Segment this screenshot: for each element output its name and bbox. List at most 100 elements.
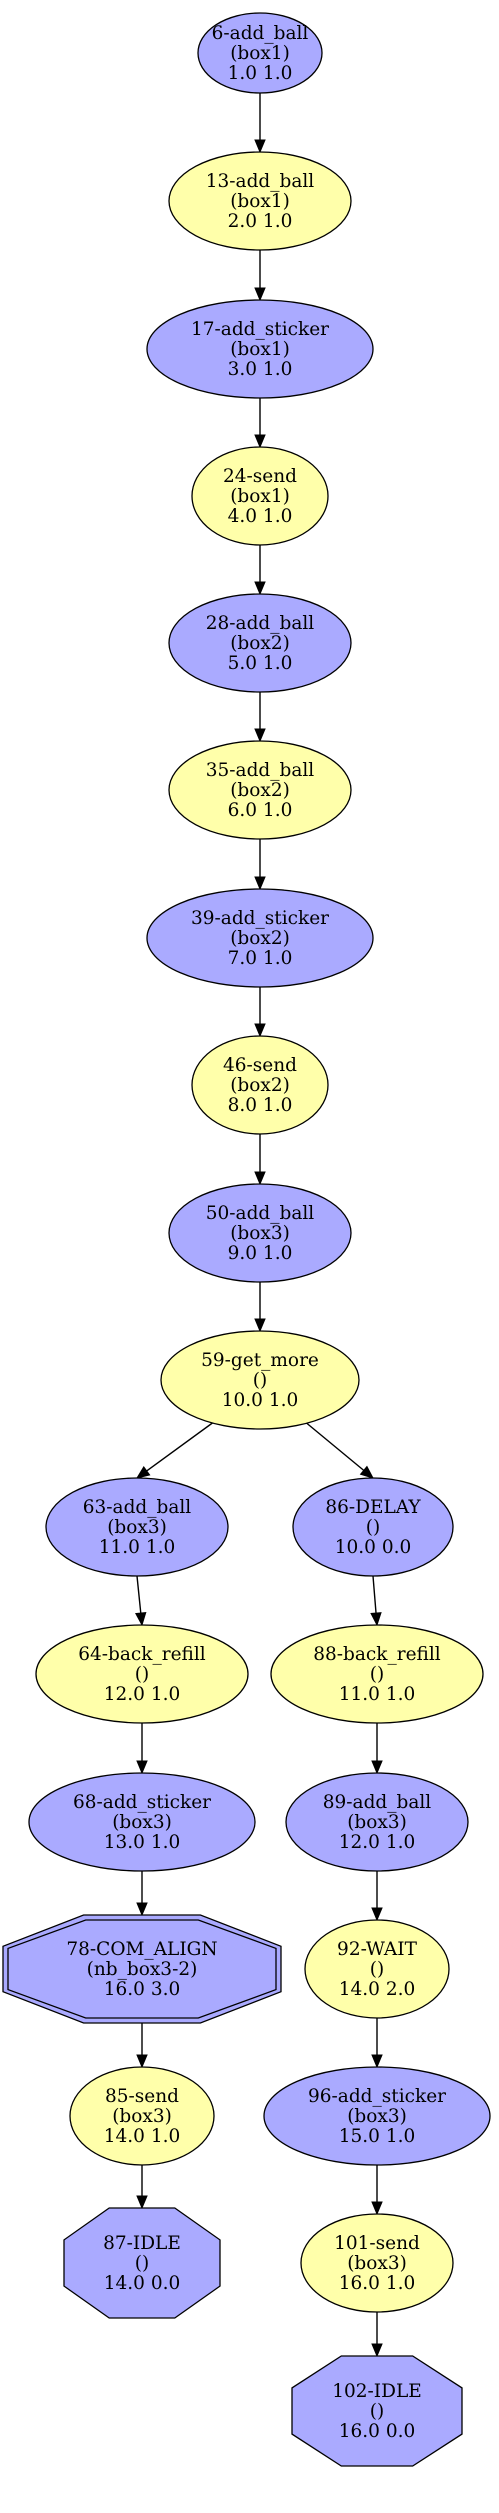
node-ellipse [146, 299, 374, 399]
node-64: 64-back_refill()12.0 1.0 [35, 1624, 249, 1724]
node-values: 10.0 1.0 [222, 1390, 299, 1411]
node-63: 63-add_ball(box3)11.0 1.0 [45, 1477, 229, 1577]
node-values: 8.0 1.0 [228, 1095, 293, 1116]
node-title: 17-add_sticker [191, 319, 329, 340]
node-args: () [370, 1664, 384, 1685]
node-args: (box3) [347, 2106, 407, 2127]
node-title: 78-COM_ALIGN [66, 1939, 217, 1960]
node-ellipse [191, 1035, 329, 1135]
node-values: 12.0 1.0 [339, 1832, 416, 1853]
node-ellipse [292, 1477, 454, 1577]
edge-line [372, 1575, 377, 1614]
node-args: (box3) [347, 2253, 407, 2274]
node-ellipse [263, 2066, 491, 2166]
arrowhead [254, 728, 266, 743]
node-args: (box1) [230, 191, 290, 212]
node-args: (box3) [347, 1812, 407, 1833]
node-title: 39-add_sticker [191, 908, 329, 929]
node-title: 92-WAIT [337, 1939, 418, 1960]
node-title: 102-IDLE [332, 2381, 422, 2402]
node-values: 10.0 0.0 [335, 1537, 412, 1558]
node-values: 5.0 1.0 [228, 653, 293, 674]
node-87: 87-IDLE()14.0 0.0 [63, 2207, 221, 2319]
node-title: 64-back_refill [78, 1644, 206, 1665]
node-octagon-inner [7, 1919, 277, 2019]
node-96: 96-add_sticker(box3)15.0 1.0 [263, 2066, 491, 2166]
node-values: 4.0 1.0 [228, 506, 293, 527]
arrowhead [254, 1023, 266, 1038]
node-title: 46-send [223, 1055, 297, 1076]
node-102: 102-IDLE()16.0 0.0 [291, 2355, 463, 2467]
node-92: 92-WAIT()14.0 2.0 [304, 1919, 450, 2019]
node-46: 46-send(box2)8.0 1.0 [191, 1035, 329, 1135]
arrowhead [254, 876, 266, 891]
arrowhead [254, 139, 266, 154]
node-6: 6-add_ball(box1)1.0 1.0 [197, 12, 323, 94]
node-39: 39-add_sticker(box2)7.0 1.0 [146, 888, 374, 988]
node-85: 85-send(box3)14.0 1.0 [69, 2066, 215, 2166]
node-values: 7.0 1.0 [228, 948, 293, 969]
node-ellipse [45, 1477, 229, 1577]
node-title: 28-add_ball [206, 613, 315, 634]
node-ellipse [160, 1330, 360, 1430]
arrowhead [254, 1171, 266, 1186]
node-59: 59-get_more()10.0 1.0 [160, 1330, 360, 1430]
node-ellipse [304, 1919, 450, 2019]
node-title: 35-add_ball [206, 760, 315, 781]
node-values: 15.0 1.0 [339, 2126, 416, 2147]
node-ellipse [146, 888, 374, 988]
node-ellipse [168, 1183, 352, 1283]
node-values: 14.0 1.0 [104, 2126, 181, 2147]
node-args: () [366, 1517, 380, 1538]
node-title: 59-get_more [201, 1350, 319, 1371]
node-values: 6.0 1.0 [228, 800, 293, 821]
node-ellipse [168, 740, 352, 840]
node-17: 17-add_sticker(box1)3.0 1.0 [146, 299, 374, 399]
node-values: 11.0 1.0 [339, 1684, 416, 1705]
node-ellipse [28, 1772, 256, 1872]
node-args: (box3) [107, 1517, 167, 1538]
node-ellipse [168, 151, 352, 251]
node-args: (box1) [230, 339, 290, 360]
node-ellipse [69, 2066, 215, 2166]
node-values: 14.0 0.0 [104, 2273, 181, 2294]
node-title: 88-back_refill [313, 1644, 441, 1665]
arrowhead [371, 1907, 383, 1922]
node-88: 88-back_refill()11.0 1.0 [270, 1624, 484, 1724]
arrowhead [254, 1318, 266, 1333]
node-24: 24-send(box1)4.0 1.0 [191, 446, 329, 546]
node-octagon [291, 2355, 463, 2467]
node-args: (box2) [230, 928, 290, 949]
node-args: () [135, 2253, 149, 2274]
node-title: 86-DELAY [325, 1497, 421, 1518]
node-args: () [253, 1370, 267, 1391]
node-ellipse [168, 593, 352, 693]
node-13: 13-add_ball(box1)2.0 1.0 [168, 151, 352, 251]
arrowhead [135, 1465, 151, 1479]
node-values: 16.0 3.0 [104, 1979, 181, 2000]
node-args: (box2) [230, 780, 290, 801]
node-78: 78-COM_ALIGN(nb_box3-2)16.0 3.0 [2, 1914, 282, 2024]
node-89: 89-add_ball(box3)12.0 1.0 [285, 1772, 469, 1872]
arrowhead [359, 1465, 375, 1479]
node-title: 87-IDLE [103, 2233, 181, 2254]
node-title: 6-add_ball [212, 23, 309, 44]
arrowhead [371, 2201, 383, 2216]
node-title: 24-send [223, 466, 297, 487]
arrowhead [371, 2054, 383, 2069]
node-68: 68-add_sticker(box3)13.0 1.0 [28, 1772, 256, 1872]
node-title: 96-add_sticker [308, 2086, 446, 2107]
arrowhead [136, 2195, 148, 2210]
node-35: 35-add_ball(box2)6.0 1.0 [168, 740, 352, 840]
node-args: (box3) [112, 2106, 172, 2127]
node-ellipse [191, 446, 329, 546]
node-args: () [370, 2401, 384, 2422]
node-title: 63-add_ball [83, 1497, 192, 1518]
node-args: () [370, 1959, 384, 1980]
node-args: (box2) [230, 633, 290, 654]
node-ellipse [35, 1624, 249, 1724]
node-values: 11.0 1.0 [99, 1537, 176, 1558]
node-values: 3.0 1.0 [228, 359, 293, 380]
node-args: (box1) [230, 486, 290, 507]
